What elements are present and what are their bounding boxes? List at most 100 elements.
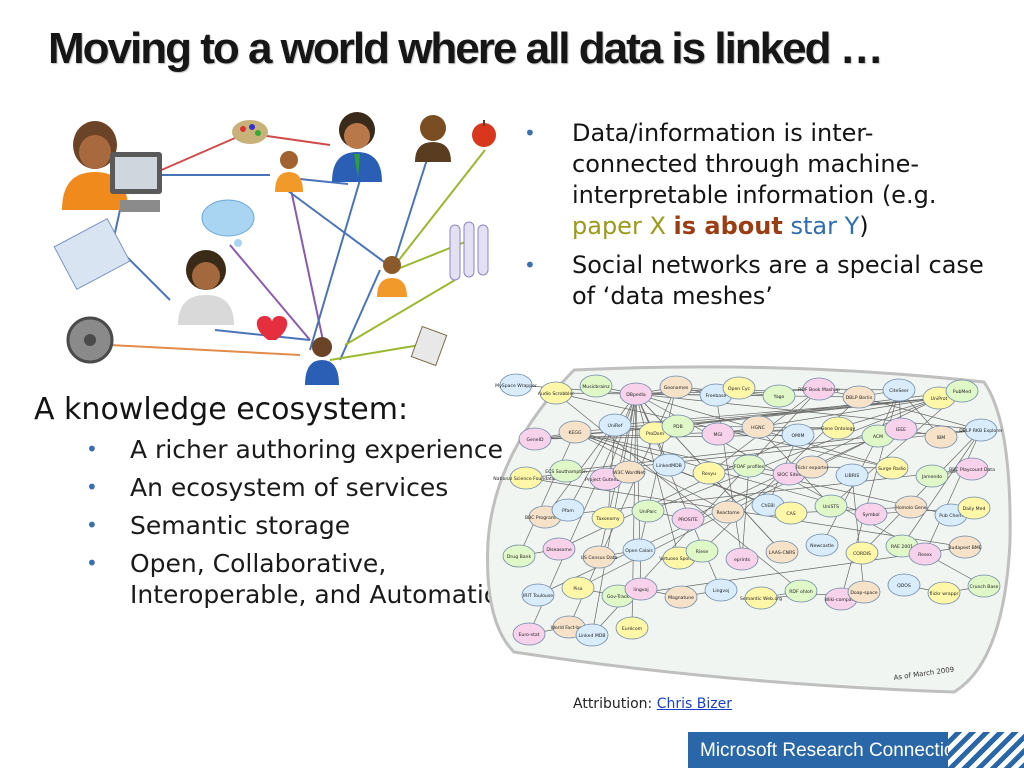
lod-link [830, 390, 963, 507]
lod-node-label: RDF ohloh [789, 589, 813, 595]
lod-node-label: BBC Playcount Data [949, 467, 995, 473]
lod-node-label: Magnatune [668, 595, 694, 601]
lod-link [677, 390, 963, 427]
lod-node-label: Project Gutenberg [585, 477, 627, 483]
ecosystem-list: •A richer authoring experience •An ecosy… [86, 434, 506, 617]
lod-node: US Census Data [581, 545, 618, 569]
lod-node-label: Linked MDB [578, 633, 605, 639]
lod-link [647, 397, 940, 512]
lod-node: Taxonomy [591, 506, 625, 530]
lod-node-label: Flickr exporter [795, 465, 828, 471]
lod-node-label: ChEBI [761, 503, 775, 509]
lod-node: Daily Med [957, 496, 991, 520]
lod-node-label: RAE 2001 [891, 544, 913, 550]
lod-node: Symbol [854, 502, 888, 526]
brand-footer: Microsoft Research Connections [688, 732, 1024, 768]
lod-node-label: lingvoj [633, 587, 648, 593]
thought-cloud-icon [201, 199, 255, 247]
lod-node-label: ACM [873, 434, 883, 440]
lod-node-label: Drug Bank [507, 554, 532, 560]
man-bottom-icon [305, 337, 339, 385]
lod-node: Riese [685, 539, 719, 563]
lod-node-label: National Science Foundation [493, 476, 559, 482]
lod-node-label: Homolo Gene [895, 505, 926, 511]
lod-node-label: Musicbrainz [582, 384, 610, 390]
lod-node: PubMed [945, 379, 979, 403]
lod-node-label: QDOS [897, 583, 911, 589]
lod-node-label: LAAS-CNRS [769, 550, 795, 556]
lod-node-label: Open Calais [625, 548, 653, 554]
lod-link [628, 393, 637, 473]
lod-node: Linked MDB [575, 623, 609, 647]
lod-node-label: PROSITE [678, 517, 698, 523]
lod-node-label: Resex [918, 552, 932, 558]
lod-node-label: Geonames [664, 385, 689, 391]
lod-node-label: Daily Med [963, 506, 986, 512]
lod-node: DBLP RKB Explorer [959, 418, 1003, 442]
lod-node: IBM [924, 425, 958, 449]
lod-node-label: UniSTS [823, 504, 839, 510]
brand-name: Microsoft Research Connections [700, 740, 975, 761]
lod-node-label: FOAF profiles [734, 464, 765, 470]
lod-link [851, 474, 865, 593]
lod-node: PROSITE [671, 507, 705, 531]
lod-node-label: Crunch Base [969, 584, 998, 590]
attribution-link[interactable]: Chris Bizer [656, 696, 732, 712]
lod-node: Pisa [561, 576, 595, 600]
attribution: Attribution: Chris Bizer [573, 696, 732, 712]
lod-node-label: Diseasome [546, 547, 572, 553]
lod-node: flickr wrappr [927, 581, 961, 605]
small-person-icon [275, 151, 303, 192]
lod-node: Yago [762, 384, 796, 408]
lod-node: Geonames [659, 375, 693, 399]
calendar-icon [53, 218, 131, 290]
lod-node: QDOS [887, 573, 921, 597]
lod-node-label: Lingvoj [713, 588, 729, 594]
small-person-right-icon [377, 256, 407, 297]
lod-node: Open Calais [622, 538, 656, 562]
lod-node: RDF ohloh [784, 579, 818, 603]
lod-node: BBC Playcount Data [949, 457, 995, 481]
lod-node-label: MySpace Wrapper [495, 383, 537, 389]
woman-icon [178, 250, 234, 325]
lod-node: IEEE [884, 417, 918, 441]
lod-node-label: Gene Ontology [821, 426, 856, 432]
lod-node-label: flickr wrappr [930, 591, 959, 597]
lod-link [821, 435, 879, 546]
lod-node: lingvoj [624, 577, 658, 601]
lod-node: UniRef [598, 413, 632, 437]
lod-node: GeneID [518, 427, 552, 451]
lod-node-label: BBC Programmes [525, 515, 566, 521]
list-item: •Semantic storage [86, 511, 351, 540]
lod-node-label: Taxonomy [595, 516, 619, 522]
lod-node: Budapest BME [948, 535, 982, 559]
lod-node-label: UniRef [608, 423, 623, 429]
bullet-social-networks: •Social networks are a special case of ‘… [524, 251, 984, 310]
list-item: •Open, Collaborative, Interoperable, and… [86, 549, 498, 609]
lod-node-label: Reactome [716, 510, 739, 516]
lod-node: Open Cyc [722, 376, 756, 400]
lod-link [567, 424, 616, 511]
lod-node-label: HGNC [751, 425, 765, 431]
lod-node-label: IBM [937, 435, 946, 441]
lod-node: Euro-stat [512, 622, 546, 646]
lod-node: Gene Ontology [821, 416, 856, 440]
lod-node-label: PubMed [953, 389, 971, 395]
lod-node-label: SIOC Sites [777, 472, 801, 478]
lod-node-label: UniProt [931, 396, 948, 402]
lod-node: Musicbrainz [579, 374, 613, 398]
lod-node-label: Pfam [562, 508, 574, 514]
lod-node: Diseasome [542, 537, 576, 561]
lod-node-label: IEEE [896, 427, 906, 433]
lod-node-label: Jamendo [921, 474, 942, 480]
businessman-icon [332, 112, 382, 182]
lod-node: Surge Radio [875, 456, 909, 480]
lod-node: National Science Foundation [493, 466, 559, 490]
lod-node-label: ECS Southampton [545, 469, 587, 475]
lod-node-label: LIBRIS [845, 473, 860, 479]
lod-node: Drug Bank [502, 544, 536, 568]
lod-node: MySpace Wrapper [495, 373, 537, 397]
lod-node-label: IRIT Toulouse [523, 593, 553, 599]
lod-node: LAAS-CNRS [765, 540, 799, 564]
lod-node: Lingvoj [704, 578, 738, 602]
